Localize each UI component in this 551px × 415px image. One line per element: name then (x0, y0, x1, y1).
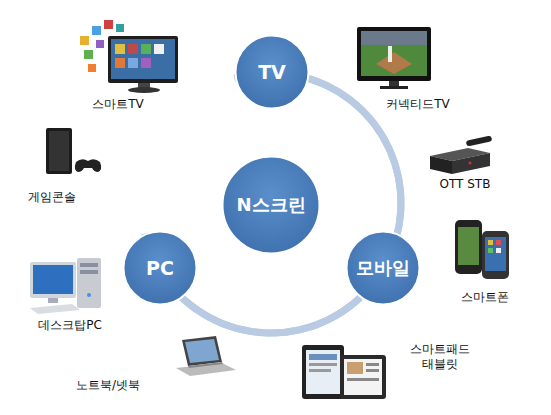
smartphone-icon-part (455, 220, 482, 274)
tablet-icon-part (366, 369, 379, 372)
desktop-pc-icon-part (87, 293, 91, 297)
smart-tv-icon-part (141, 44, 151, 54)
smart-tv-icon-part (92, 26, 101, 35)
laptop-icon (176, 336, 236, 376)
tablet-icon-part (366, 363, 379, 366)
smart-tv-icon-part (115, 44, 125, 54)
circle-fill (347, 232, 420, 305)
tablet-icon-part (302, 345, 344, 399)
smart-tv-icon-part (115, 58, 125, 68)
desktop-pc-icon-part (30, 262, 76, 298)
category-circle: TV (234, 34, 310, 110)
connected-tv-icon-part (361, 31, 427, 76)
desktop-pc-icon-part (30, 304, 80, 314)
tablet-icon-part (306, 350, 340, 394)
desktop-pc-icon-part (77, 258, 101, 308)
smart-tv-icon-part (96, 40, 104, 48)
device-label: 커넥티드TV (363, 97, 473, 112)
smartphone-icon-part (488, 240, 493, 245)
tablet-icon-part (344, 359, 382, 395)
node-title: 모바일 (356, 256, 410, 280)
ott-set-top-box-icon-part (452, 153, 490, 174)
laptop-icon-part (188, 362, 223, 368)
game-console-icon-part (46, 128, 72, 174)
tablet-icon (302, 345, 386, 399)
smartphone-icon-part (458, 227, 479, 265)
game-console-icon-part (49, 131, 69, 171)
device-label: 스마트TV (63, 97, 173, 112)
smart-tv-icon-part (80, 36, 89, 45)
smartphone-icon-part (496, 240, 501, 245)
laptop-icon-part (185, 339, 219, 363)
node-title: PC (146, 257, 174, 279)
tablet-icon-part (309, 369, 331, 372)
game-console-icon-part (75, 159, 101, 172)
desktop-pc-icon-part (48, 298, 58, 303)
tablet-icon-part (340, 355, 386, 399)
ott-set-top-box-icon-part (430, 156, 452, 174)
smart-tv-icon-part (128, 44, 138, 54)
laptop-icon-part (182, 336, 222, 366)
desktop-pc-icon-part (33, 265, 73, 294)
connected-tv-icon-part (361, 31, 427, 45)
laptop-icon-part (176, 363, 236, 376)
device-label: 데스크탑PC (15, 318, 125, 333)
smart-tv-icon-part (128, 58, 138, 68)
smart-tv-icon-part (111, 39, 175, 79)
smartphone-icon-part (496, 248, 501, 253)
category-circle: 모바일 (345, 230, 421, 306)
smartphone-icon-part (485, 237, 506, 271)
tablet-icon-part (309, 363, 337, 366)
smart-tv-icon-part (128, 87, 160, 93)
tablet-icon-part (347, 378, 379, 381)
device-label: 스마트폰 (435, 290, 535, 305)
desktop-pc-icon (30, 258, 101, 314)
smart-tv-icon-part (154, 44, 164, 54)
smart-tv-icon-part (104, 20, 113, 29)
category-circle: PC (122, 230, 198, 306)
smartphone-icon-part (482, 231, 509, 279)
device-label: OTT STB (415, 177, 515, 192)
smartphone-icon (455, 220, 509, 279)
connected-tv-icon-part (388, 46, 392, 62)
smart-tv-icon-part (108, 36, 178, 83)
game-console-icon (46, 128, 101, 174)
connected-tv-icon-part (389, 81, 399, 86)
hub-circle: N스크린 (221, 155, 321, 255)
desktop-pc-icon-part (80, 263, 98, 267)
circle-fill (124, 232, 197, 305)
smart-tv-icon-part (88, 64, 96, 72)
desktop-pc-icon-part (80, 270, 98, 274)
ott-set-top-box-icon (430, 135, 492, 174)
smart-tv-icon-part (141, 58, 151, 68)
node-title: N스크린 (236, 193, 305, 217)
tablet-icon-part (347, 362, 363, 374)
ott-set-top-box-icon-part (469, 162, 472, 165)
node-title: TV (258, 61, 286, 83)
connected-tv-icon-part (357, 27, 431, 81)
circle-fill (236, 36, 309, 109)
connected-tv-icon-part (376, 52, 412, 74)
smart-tv-icon (80, 20, 178, 93)
circle-fill (223, 157, 320, 254)
smart-tv-icon-part (84, 50, 93, 59)
ott-set-top-box-icon-part (466, 135, 493, 146)
device-label: 게임콘솔 (2, 190, 102, 205)
device-label: 노트북/넷북 (53, 378, 163, 393)
smartphone-icon-part (488, 248, 493, 253)
device-label: 스마트패드 태블릿 (407, 342, 473, 372)
tablet-icon-part (309, 354, 337, 360)
connected-tv-icon (357, 27, 431, 89)
smart-tv-icon-part (116, 24, 124, 32)
connected-tv-icon-part (380, 86, 408, 89)
